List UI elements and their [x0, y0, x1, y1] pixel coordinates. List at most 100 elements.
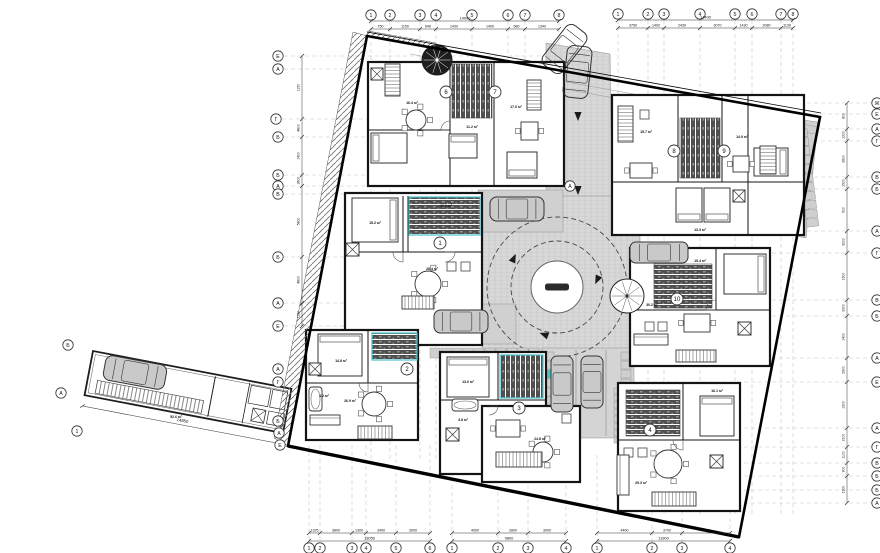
chair	[490, 425, 496, 432]
grid-bubble-label: В	[276, 192, 280, 198]
unit-number-bubble	[643, 423, 657, 437]
dim-tick	[556, 26, 562, 32]
chair	[650, 450, 657, 457]
chair	[683, 461, 689, 467]
bed	[448, 133, 478, 159]
grid-bubble-label: 3	[419, 13, 422, 19]
tree-icon	[421, 44, 453, 76]
grid-bubble-bottom-columns-a	[314, 542, 326, 553]
dim-seg-label: 1150	[297, 84, 301, 91]
area-label: 30.2 м²	[646, 303, 659, 307]
grid-bubble-right-rows	[871, 457, 880, 469]
unit-number-label: 1	[438, 241, 442, 247]
dim-tick	[732, 25, 738, 31]
staircase	[675, 349, 717, 363]
dim-seg-label: 1400	[652, 23, 660, 27]
grid-bubble-garage-right-markers	[272, 415, 284, 427]
grid-bubble-label: А	[276, 301, 280, 307]
grid-bubble-label: А	[276, 367, 280, 373]
dim-total-label: 13050	[364, 535, 376, 540]
bed-pillow	[319, 335, 361, 343]
grid-bubble-top-right-columns	[694, 8, 706, 20]
grid-bubble-label: В	[875, 298, 879, 304]
grid-bubble-label: 3	[681, 546, 684, 552]
grid-bubble-garage-right-markers	[273, 427, 285, 439]
chair	[376, 385, 382, 392]
chair	[358, 410, 364, 417]
dim-tick	[790, 17, 796, 23]
dim-tick	[387, 26, 393, 32]
staircase	[401, 295, 435, 310]
grid-bubble-label: 4	[699, 12, 702, 18]
car-roof	[505, 198, 529, 220]
car-windshield	[566, 28, 584, 43]
grid-bubble-bottom-columns-c	[646, 542, 658, 553]
deck-terrace	[451, 63, 493, 119]
dim-tick	[469, 26, 475, 32]
grid-bubble-top-right-columns	[642, 8, 654, 20]
dim-tick	[844, 444, 850, 450]
tree-branch	[432, 47, 438, 61]
area-label: 24.8 м²	[534, 437, 547, 441]
grid-bubble-bottom-columns-c	[724, 542, 736, 553]
dim-tick	[661, 25, 667, 31]
chair	[387, 401, 393, 407]
unit-number-label: 7	[493, 90, 497, 96]
grid-bubble-label: А	[276, 67, 280, 73]
grid-bubble-label: Б	[276, 419, 280, 425]
dim-seg-label: 4000	[471, 528, 479, 532]
roundabout-inner-ring	[510, 240, 604, 334]
deck-terrace	[653, 263, 713, 309]
dim-seg-label: 750	[378, 24, 384, 28]
grid-bubble-left-rows	[272, 188, 284, 200]
chair	[538, 128, 544, 134]
car-icon	[580, 355, 604, 409]
elevator-cross	[732, 189, 746, 203]
cabinet	[637, 447, 648, 458]
unit-number-label: 9	[722, 149, 726, 155]
dim-seg-label: 3200	[842, 238, 846, 246]
car-body	[102, 355, 168, 390]
grid-bubble-left-rows	[272, 63, 284, 75]
chair	[430, 264, 437, 271]
door-swing	[672, 439, 684, 451]
dim-seg-label: 2430	[678, 23, 686, 27]
grid-bubble-label: Е	[276, 54, 280, 60]
staircase	[384, 63, 401, 97]
unit-number-bubble	[439, 85, 453, 99]
dim-tick	[299, 323, 305, 329]
grid-bubble-right-rows	[871, 376, 880, 388]
dim-seg-label: 3000	[409, 528, 417, 532]
grid-bubble-right-rows	[871, 108, 880, 120]
chair	[554, 449, 560, 455]
dim-tick	[844, 126, 850, 132]
chair	[624, 167, 630, 174]
dining-table-round	[414, 270, 442, 298]
dim-tick	[495, 530, 501, 536]
grid-bubble-top-left-columns	[519, 9, 531, 21]
dim-tick	[363, 530, 369, 536]
sofa	[616, 454, 630, 496]
car-icon	[102, 355, 168, 390]
bed-pillow	[372, 134, 380, 162]
staircase	[526, 79, 542, 111]
grid-bubble-label: 5	[471, 13, 474, 19]
circulation-arrows-layer	[508, 112, 603, 340]
tree-trunk	[435, 58, 439, 62]
unit-number-bubble	[670, 292, 684, 306]
grid-bubble-label: Г	[876, 251, 879, 257]
grid-bubble-right-rows	[871, 97, 880, 109]
grid-bubble-label: 2	[651, 546, 654, 552]
dim-total-label: 14000	[460, 15, 472, 20]
unit-number-bubble	[512, 401, 526, 415]
elevator-cross	[345, 242, 360, 257]
dim-total-label: 14400	[700, 14, 712, 19]
door-swing	[358, 382, 369, 393]
unit-number-bubble	[717, 144, 731, 158]
chair	[678, 320, 684, 326]
car-roof	[582, 371, 602, 393]
chair	[401, 125, 408, 132]
